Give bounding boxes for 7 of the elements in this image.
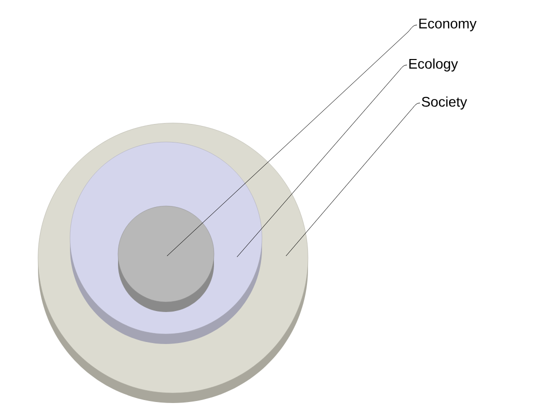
label-text: Economy bbox=[419, 18, 477, 32]
label-text: Ecology bbox=[409, 58, 458, 72]
disc bbox=[118, 206, 214, 312]
leader-line bbox=[166, 24, 418, 256]
label-text: Society bbox=[422, 96, 468, 110]
leader-line bbox=[286, 102, 420, 256]
leader-line bbox=[236, 64, 408, 258]
